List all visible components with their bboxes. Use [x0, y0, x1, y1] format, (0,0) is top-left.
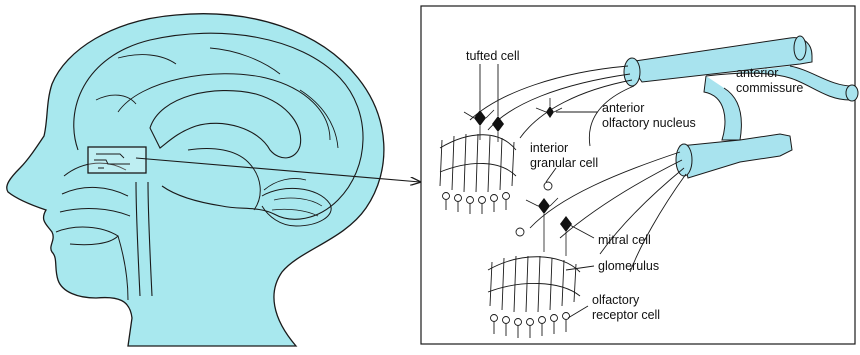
label-anterior-commissure-2: commissure	[736, 81, 803, 95]
commissure-end	[846, 85, 858, 101]
upper-tract-cap	[624, 58, 640, 86]
head-silhouette	[7, 14, 384, 346]
upper-tract-end	[794, 36, 806, 60]
label-interior-granular-cell-2: granular cell	[530, 156, 598, 170]
head-profile	[7, 14, 384, 346]
label-olfactory-receptor-cell-2: receptor cell	[592, 308, 660, 322]
label-interior-granular-cell-1: interior	[530, 141, 568, 155]
label-tufted-cell: tufted cell	[466, 49, 520, 63]
label-anterior-olfactory-nucleus-2: olfactory nucleus	[602, 116, 696, 130]
lower-tract-cap	[676, 144, 692, 176]
label-anterior-olfactory-nucleus-1: anterior	[602, 101, 644, 115]
label-mitral-cell: mitral cell	[598, 233, 651, 247]
label-olfactory-receptor-cell-1: olfactory	[592, 293, 640, 307]
label-anterior-commissure-1: anterior	[736, 66, 778, 80]
label-glomerulus: glomerulus	[598, 259, 659, 273]
